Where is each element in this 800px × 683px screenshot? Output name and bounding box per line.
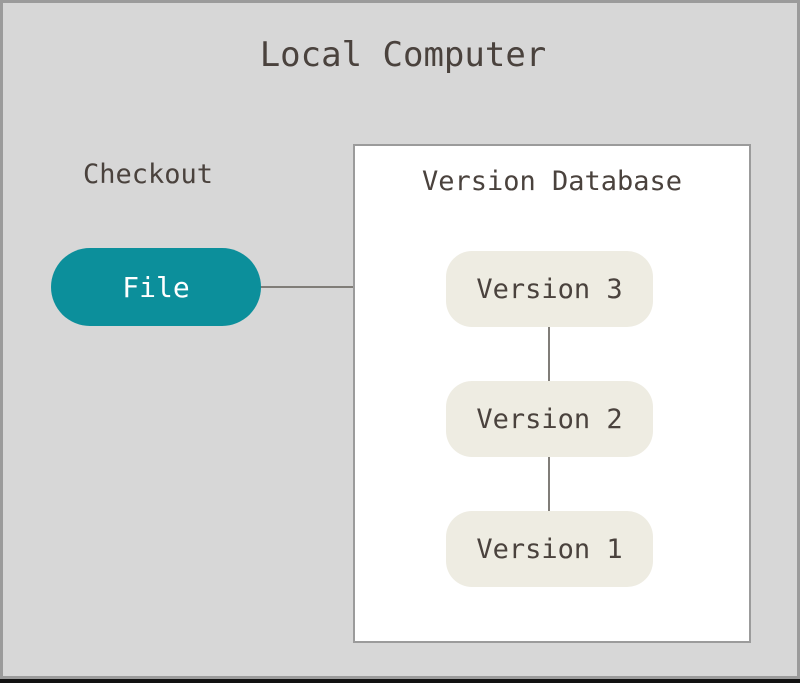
version-database-title: Version Database	[421, 166, 683, 197]
checkout-label: Checkout	[83, 159, 214, 190]
bottom-edge-strip	[0, 679, 800, 683]
version-node-3[interactable]: Version 3	[446, 251, 653, 327]
version-node-3-label: Version 3	[476, 273, 623, 305]
version-node-2-label: Version 2	[476, 403, 623, 435]
page-title: Local Computer	[259, 35, 547, 75]
version-node-1[interactable]: Version 1	[446, 511, 653, 587]
version-node-1-label: Version 1	[476, 533, 623, 565]
connector-version-3-to-version-2	[548, 325, 550, 383]
file-node-label: File	[122, 270, 190, 304]
connector-version-2-to-version-1	[548, 455, 550, 513]
version-node-2[interactable]: Version 2	[446, 381, 653, 457]
file-node[interactable]: File	[51, 248, 261, 326]
